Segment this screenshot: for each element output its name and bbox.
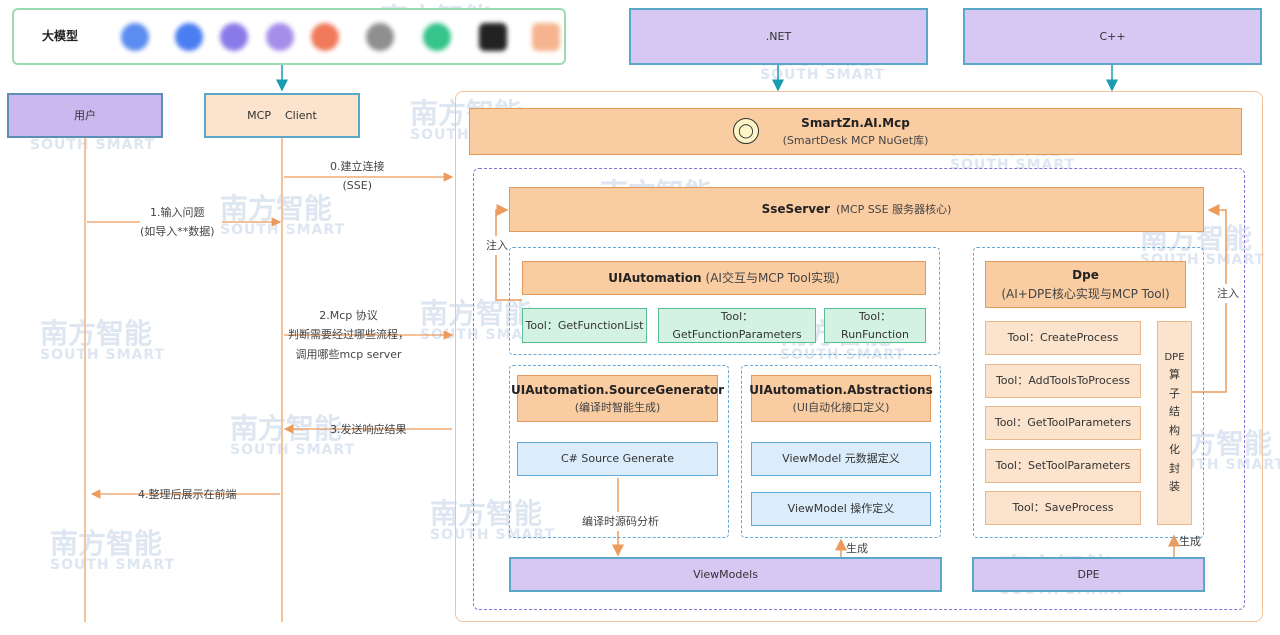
dpe-title: Dpe <box>1072 267 1099 282</box>
generate-label: 生成 <box>846 542 868 555</box>
dpe-side-char: DPE <box>1164 352 1185 364</box>
dotnet-box: .NET <box>629 8 928 65</box>
sseserver-title: SseServer <box>761 202 831 217</box>
viewmodel-metadata-label: ViewModel 元数据定义 <box>782 452 900 466</box>
dpe-side-char: 封 <box>1169 461 1180 475</box>
msg-response: 3.发送响应结果 <box>330 420 407 439</box>
tool-add-tools-to-process: Tool：AddToolsToProcess <box>985 364 1141 398</box>
msg-input: 1.输入问题 (如导入**数据) <box>140 203 215 242</box>
viewmodel-operation-label: ViewModel 操作定义 <box>787 502 895 516</box>
dpe-side-char: 结 <box>1169 405 1180 419</box>
msg-protocol: 2.Mcp 协议 判断需要经过哪些流程， 调用哪些mcp server <box>288 306 409 364</box>
uia-header: UIAutomation (AI交互与MCP Tool实现) <box>522 261 926 295</box>
inner-container <box>473 168 1245 610</box>
abs-header: UIAutomation.Abstractions (UI自动化接口定义) <box>749 375 933 422</box>
compile-analysis-label: 编译时源码分析 <box>580 512 661 532</box>
tool-save-process: Tool：SaveProcess <box>985 491 1141 525</box>
msg-input-line2: (如导入**数据) <box>140 225 215 239</box>
llm-logo-8 <box>479 23 507 51</box>
llm-logo-1 <box>121 23 149 51</box>
msg-protocol-line3: 调用哪些mcp server <box>295 347 402 361</box>
tool-label: Tool：CreateProcess <box>1007 331 1119 345</box>
viewmodel-metadata-def: ViewModel 元数据定义 <box>751 442 931 476</box>
viewmodel-operation-def: ViewModel 操作定义 <box>751 492 931 526</box>
tool-label: Tool：SetToolParameters <box>995 459 1131 473</box>
dpe-header: Dpe (AI+DPE核心实现与MCP Tool) <box>985 261 1186 308</box>
dpe-side-char: 化 <box>1169 442 1180 456</box>
dpe-side-char: 装 <box>1169 480 1180 494</box>
dpe-bottom-label: DPE <box>1077 567 1100 581</box>
srcgen-header: UIAutomation.SourceGenerator (编译时智能生成) <box>511 375 724 422</box>
llm-label: 大模型 <box>42 29 79 44</box>
smartzn-box: SmartZn.AI.Mcp (SmartDesk MCP NuGet库) <box>469 108 1242 155</box>
tool-set-tool-parameters: Tool：SetToolParameters <box>985 449 1141 483</box>
tool-get-function-list: Tool：GetFunctionList <box>522 308 647 343</box>
core-container <box>455 91 1263 622</box>
user-box: 用户 <box>7 93 163 138</box>
msg-protocol-line2: 判断需要经过哪些流程， <box>288 328 409 342</box>
cpp-label: C++ <box>1099 29 1126 43</box>
dpe-operator-encapsulation: DPE 算 子 结 构 化 封 装 <box>1157 321 1192 525</box>
msg-protocol-line1: 2.Mcp 协议 <box>319 309 378 322</box>
dpe-side-char: 算 <box>1169 368 1180 382</box>
inject-left-label: 注入 <box>484 236 510 256</box>
dpe-side-char: 构 <box>1169 424 1180 438</box>
dpe-bottom-box: DPE <box>972 557 1205 592</box>
llm-logo-3 <box>220 23 248 51</box>
viewmodels-label: ViewModels <box>693 567 758 581</box>
msg-input-line1: 1.输入问题 <box>150 206 205 219</box>
dpe-container <box>973 247 1204 538</box>
srcgen-container <box>509 365 729 538</box>
abs-title: UIAutomation.Abstractions <box>749 382 933 397</box>
llm-logo-2 <box>175 23 203 51</box>
tool-label: Tool：SaveProcess <box>1012 501 1114 515</box>
sseserver-subtitle: (MCP SSE 服务器核心) <box>836 202 952 216</box>
dpe-side-char: 子 <box>1169 386 1180 400</box>
llm-logo-4 <box>266 23 294 51</box>
llm-logo-5 <box>311 23 339 51</box>
tool-get-function-parameters: Tool：GetFunctionParameters <box>658 308 816 343</box>
generate-label: 生成 <box>1179 535 1201 548</box>
tool-label: Tool：GetFunctionParameters <box>672 310 802 341</box>
uia-container <box>509 247 940 355</box>
msg-display-label: 4.整理后展示在前端 <box>138 488 237 501</box>
srcgen-title: UIAutomation.SourceGenerator <box>511 382 724 397</box>
smartzn-subtitle: (SmartDesk MCP NuGet库) <box>782 134 929 148</box>
abs-subtitle: (UI自动化接口定义) <box>792 401 890 415</box>
msg-response-label: 3.发送响应结果 <box>330 423 407 436</box>
tool-create-process: Tool：CreateProcess <box>985 321 1141 355</box>
msg-display: 4.整理后展示在前端 <box>138 485 237 504</box>
msg-connect-line2: (SSE) <box>342 179 373 193</box>
tool-label: Tool：RunFunction <box>841 310 909 341</box>
sseserver-box: SseServer (MCP SSE 服务器核心) <box>509 187 1204 232</box>
smartzn-title: SmartZn.AI.Mcp <box>801 115 910 130</box>
tool-label: Tool：GetToolParameters <box>994 416 1132 430</box>
tool-run-function: Tool：RunFunction <box>824 308 926 343</box>
abs-container <box>741 365 941 538</box>
mcp-client-box: MCP Client <box>204 93 360 138</box>
csharp-source-generate: C# Source Generate <box>517 442 718 476</box>
inject-right-label: 注入 <box>1215 284 1241 304</box>
cpp-box: C++ <box>963 8 1262 65</box>
llm-logo-7 <box>423 23 451 51</box>
mcp-client-label: MCP Client <box>247 108 317 122</box>
llm-logo-9 <box>532 23 560 51</box>
user-label: 用户 <box>74 108 96 122</box>
csharp-source-generate-label: C# Source Generate <box>560 452 675 466</box>
dpe-subtitle: (AI+DPE核心实现与MCP Tool) <box>1001 286 1170 301</box>
srcgen-subtitle: (编译时智能生成) <box>574 401 661 415</box>
lightbulb-icon: ◯ <box>733 118 759 144</box>
uia-subtitle: (AI交互与MCP Tool实现) <box>705 270 840 285</box>
tool-label: Tool：GetFunctionList <box>525 318 644 332</box>
viewmodels-box: ViewModels <box>509 557 942 592</box>
llm-logo-6 <box>366 23 394 51</box>
msg-connect-line1: 0.建立连接 <box>330 160 385 173</box>
dotnet-label: .NET <box>765 29 792 43</box>
uia-title: UIAutomation <box>608 270 702 285</box>
tool-get-tool-parameters: Tool：GetToolParameters <box>985 406 1141 440</box>
msg-connect: 0.建立连接 (SSE) <box>330 157 385 196</box>
tool-label: Tool：AddToolsToProcess <box>995 374 1131 388</box>
